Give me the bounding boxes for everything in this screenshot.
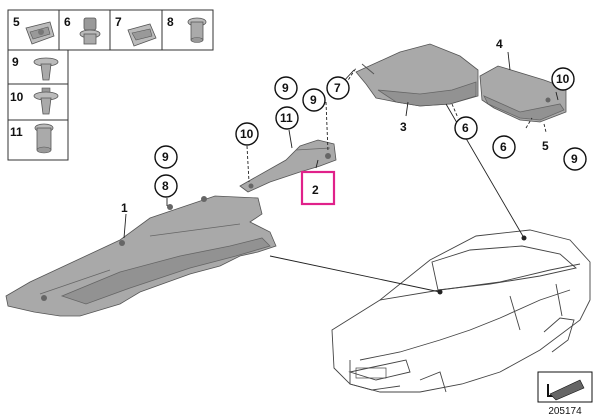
legend-label-5: 5: [13, 15, 20, 29]
svg-text:9: 9: [571, 152, 578, 166]
expanding-rivet-icon: [33, 87, 59, 115]
box-cover-part-4: [479, 65, 567, 123]
diagram-number: 205174: [548, 406, 582, 417]
callout-9-duct[interactable]: 9: [302, 88, 326, 112]
svg-text:9: 9: [310, 93, 317, 107]
svg-text:6: 6: [462, 121, 469, 135]
svg-text:4: 4: [496, 37, 503, 51]
svg-text:2: 2: [312, 183, 319, 197]
legend-label-6: 6: [64, 15, 71, 29]
svg-text:10: 10: [240, 127, 254, 141]
callout-11-bracket[interactable]: 11: [275, 106, 299, 130]
legend-label-8: 8: [167, 15, 174, 29]
callout-10-box[interactable]: 10: [551, 67, 575, 91]
callout-part-2[interactable]: 2: [300, 170, 336, 206]
underbody-panel-part-1: [5, 195, 277, 317]
svg-text:9: 9: [162, 150, 169, 164]
push-rivet-icon: [33, 57, 59, 81]
clip-nut-icon: [25, 21, 55, 45]
sedan-outline-icon: [331, 229, 591, 393]
legend-label-11: 11: [10, 125, 23, 139]
callout-part-1[interactable]: 1: [121, 201, 128, 215]
bracket-part-2: [239, 139, 337, 193]
svg-text:10: 10: [556, 72, 570, 86]
legend-label-7: 7: [115, 15, 122, 29]
callout-9-box[interactable]: 9: [563, 147, 587, 171]
legend-label-10: 10: [10, 90, 24, 104]
duct-panel-part-3: [355, 43, 479, 107]
grommet-icon: [34, 123, 54, 154]
expansion-nut-icon: [79, 17, 101, 45]
callout-part-4[interactable]: 4: [496, 37, 503, 51]
plastic-rivet-icon: [187, 17, 207, 43]
svg-text:8: 8: [162, 179, 169, 193]
callout-6-duct[interactable]: 6: [454, 116, 478, 140]
orientation-arrow-icon: [537, 371, 593, 403]
legend-label-9: 9: [12, 55, 19, 69]
callout-8-left[interactable]: 8: [154, 174, 178, 198]
svg-text:11: 11: [280, 111, 293, 125]
callout-5-box[interactable]: 5: [542, 139, 549, 153]
highlight-box: [300, 170, 336, 206]
svg-text:6: 6: [500, 140, 507, 154]
svg-text:7: 7: [334, 81, 341, 95]
spring-clip-icon: [127, 23, 157, 47]
svg-text:3: 3: [400, 120, 407, 134]
callout-9-left[interactable]: 9: [154, 145, 178, 169]
callout-7-duct[interactable]: 7: [326, 76, 350, 100]
callout-6-box[interactable]: 6: [492, 135, 516, 159]
callout-part-3[interactable]: 3: [400, 120, 407, 134]
svg-text:9: 9: [282, 81, 289, 95]
svg-text:1: 1: [121, 201, 128, 215]
svg-text:5: 5: [542, 139, 549, 153]
fastener-legend: 5 6 7 8 9 10 11: [7, 9, 214, 161]
callout-10-bracket[interactable]: 10: [235, 122, 259, 146]
callout-9-bracket-upper[interactable]: 9: [274, 76, 298, 100]
